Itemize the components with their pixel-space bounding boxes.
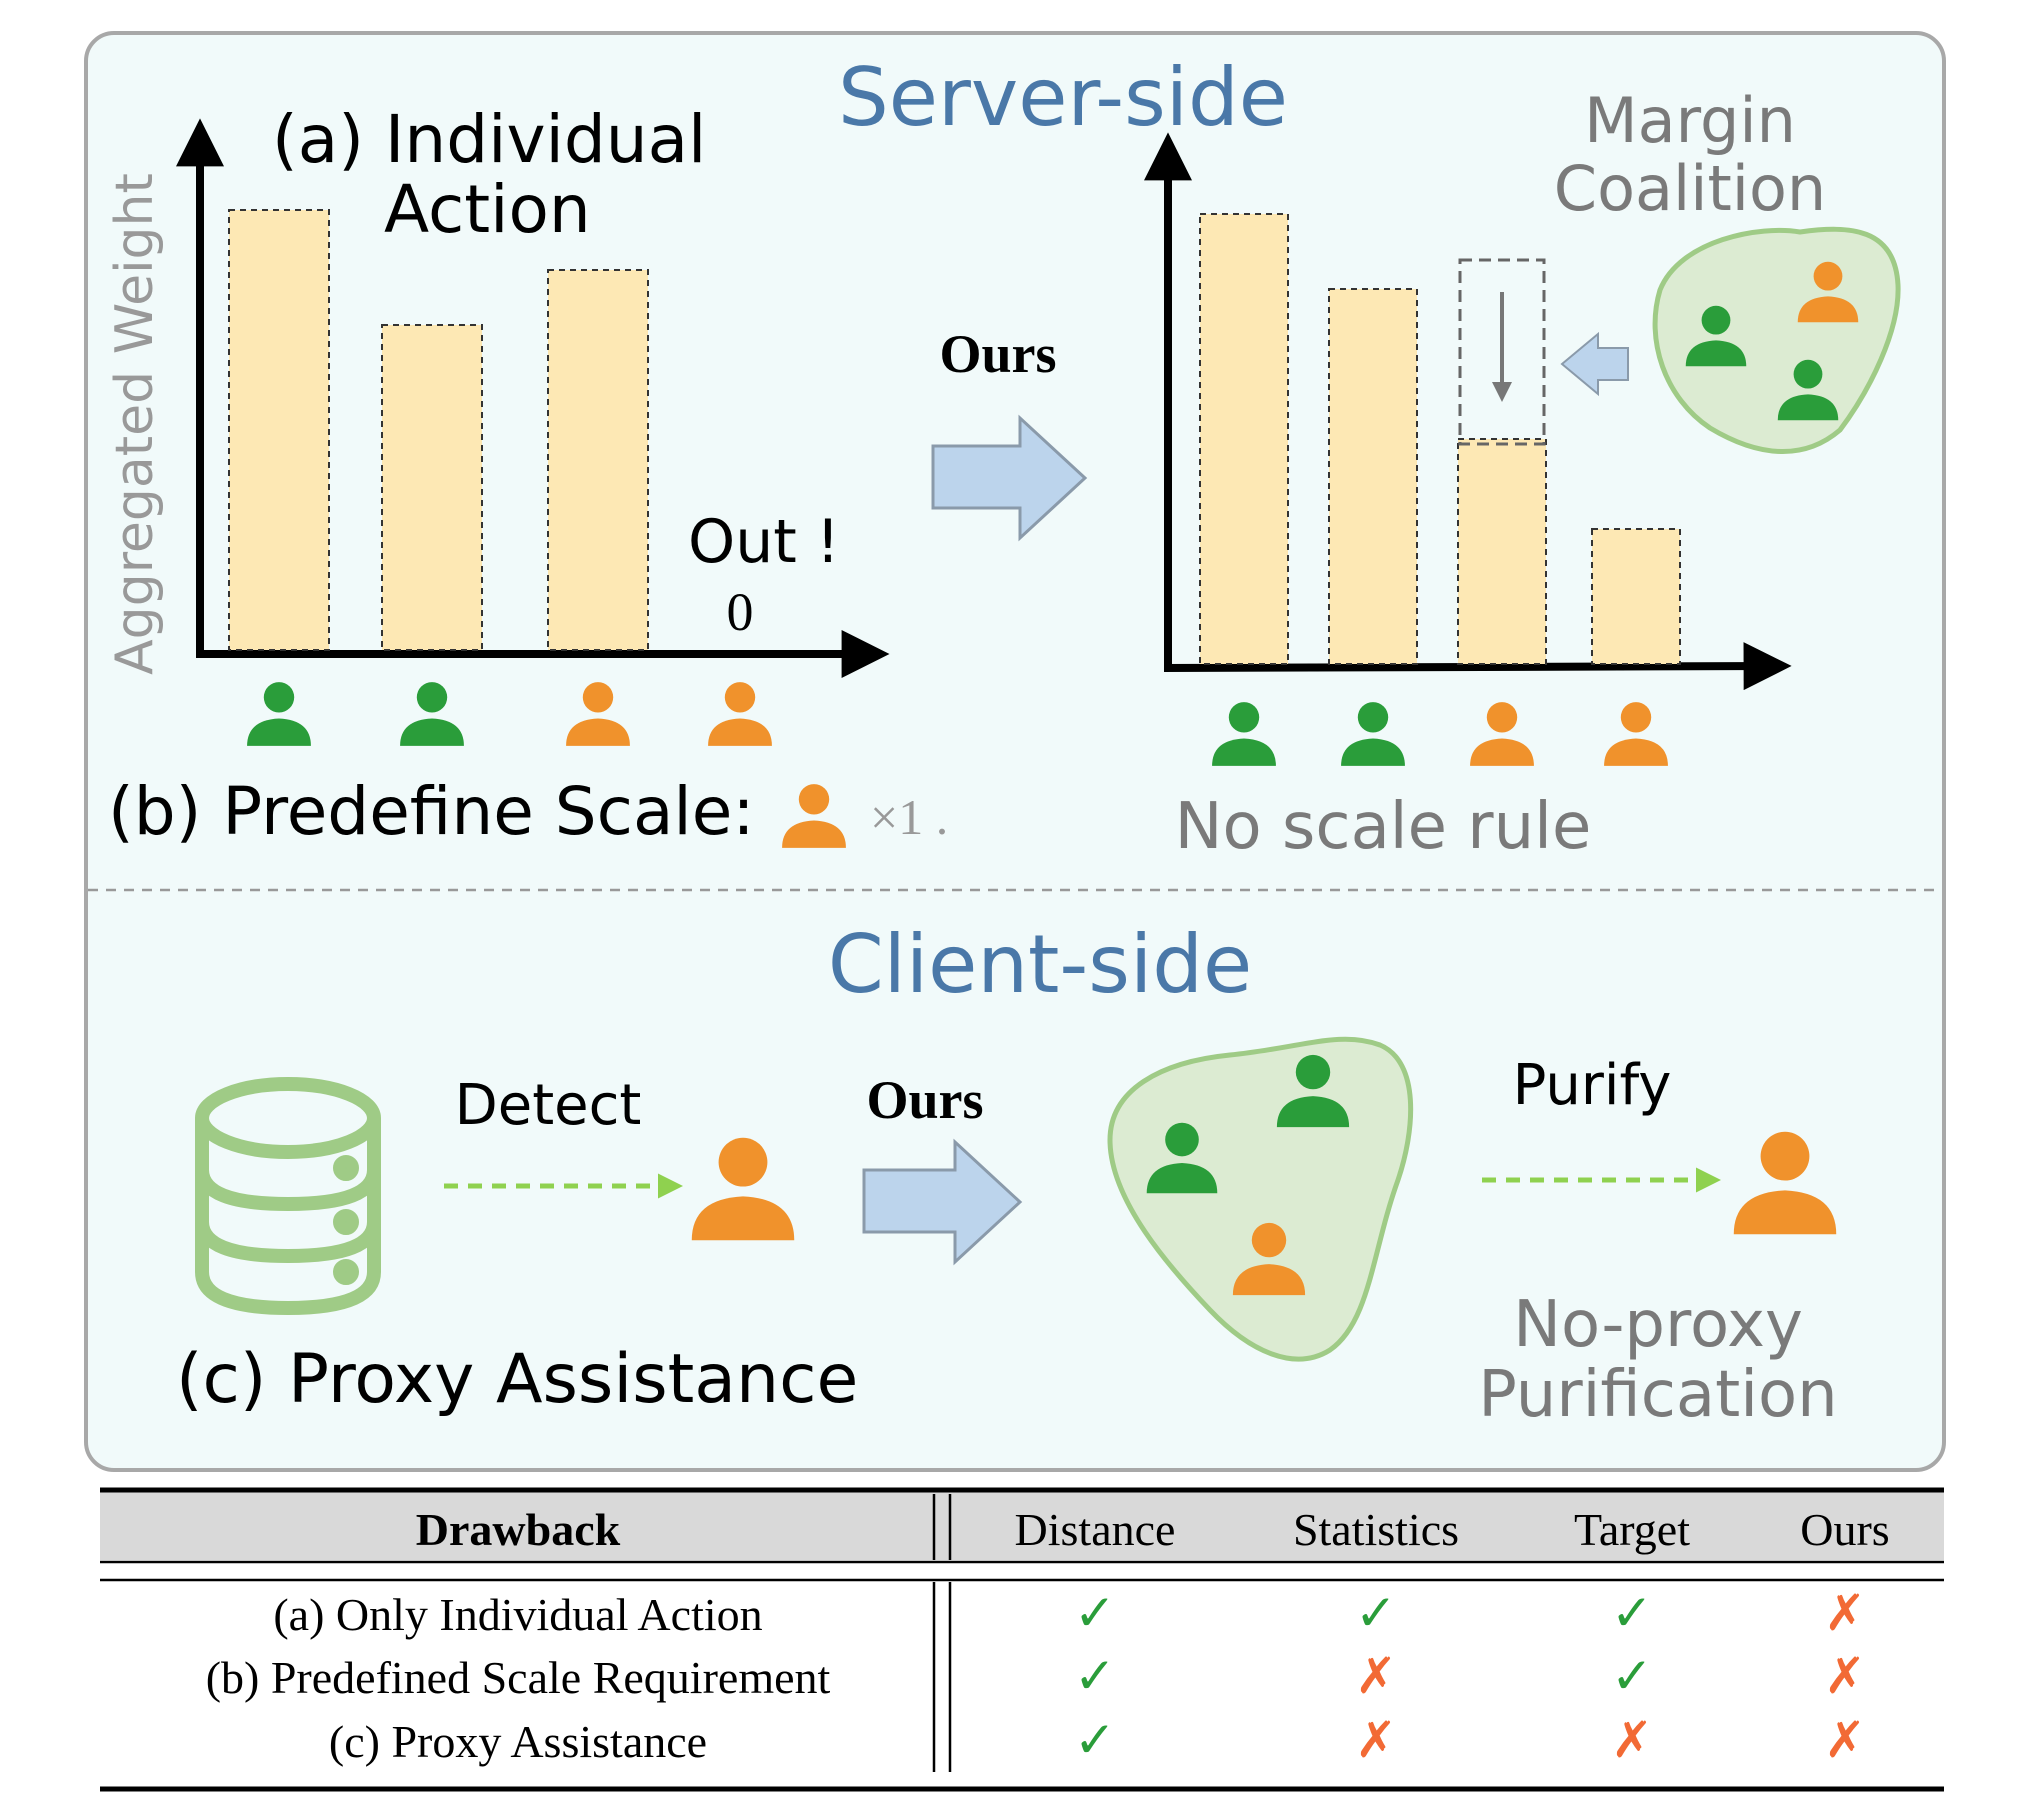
reduced-weight-box [1458,258,1546,446]
left-bar-chart [176,118,890,746]
right-bars-bar-2 [1328,288,1418,665]
right-bars-bar-1 [1199,213,1289,665]
detect-label: Detect [455,1073,642,1138]
table-header-ours: Ours [1800,1504,1889,1555]
no-scale-rule-label: No scale rule [1175,790,1592,864]
left-bars-bar-1 [228,209,330,651]
table-header-target: Target [1574,1504,1690,1555]
margin-coalition-line2: Coalition [1554,152,1826,225]
comparison-table: Drawback Distance Statistics Target Ours (a)… [100,1487,1944,1792]
table-header-distance: Distance [1015,1504,1176,1555]
no-proxy-line1: No-proxy [1513,1288,1803,1362]
panel-a-label-line2: Action [384,171,591,248]
right-bars-bar-3 [1457,438,1547,665]
server-ours-label: Ours [939,324,1056,384]
table-header-statistics: Statistics [1293,1504,1459,1555]
client-ours-label: Ours [866,1070,983,1130]
scale-times-label: ×1 . [870,789,948,845]
coalition-push-arrow [1560,331,1629,397]
out-label: Out ! [688,507,840,577]
left-bars-bar-3 [547,269,649,651]
table-row-2-cell-4-cross-icon: ✗ [1824,1647,1866,1705]
table-row-2-cell-3-check-icon: ✓ [1611,1647,1653,1705]
client-ours-arrow [862,1138,1023,1266]
table-row-1-cell-3-check-icon: ✓ [1611,1584,1653,1642]
right-bars-bar-4 [1591,528,1681,665]
y-axis-label: Aggregated Weight [105,173,165,675]
table-row-3-label: (c) Proxy Assistance [329,1716,707,1767]
right-bar-chart [1144,132,1792,766]
table-row-1-cell-4-cross-icon: ✗ [1824,1584,1866,1642]
left-bars-bar-2 [381,324,483,651]
table-row-3-cell-4-cross-icon: ✗ [1824,1711,1866,1769]
table-header-bg [100,1492,1944,1560]
table-row-1-cell-2-check-icon: ✓ [1355,1584,1397,1642]
table-row-1-label: (a) Only Individual Action [273,1589,762,1640]
no-proxy-line2: Purification [1478,1358,1837,1432]
table-row-2-cell-1-check-icon: ✓ [1074,1647,1116,1705]
database-icon [195,1077,381,1316]
table-header-drawback: Drawback [416,1504,621,1555]
panel-a-label-line1: (a) Individual [272,101,706,178]
client-side-title: Client-side [828,918,1252,1011]
table-row-1-cell-1-check-icon: ✓ [1074,1584,1116,1642]
table-row-3-cell-3-cross-icon: ✗ [1611,1711,1653,1769]
table-row-2-cell-2-cross-icon: ✗ [1355,1647,1397,1705]
margin-coalition-line1: Margin [1584,84,1796,157]
predefine-scale-label: (b) Predefine Scale: [108,773,755,850]
server-side-title: Server-side [838,51,1288,144]
table-row-3-cell-1-check-icon: ✓ [1074,1711,1116,1769]
right-x-axis [1163,642,1792,691]
server-ours-arrow [931,414,1088,542]
purify-label: Purify [1513,1053,1672,1118]
table-row-3-cell-2-cross-icon: ✗ [1355,1711,1397,1769]
table-row-2-label: (b) Predefined Scale Requirement [206,1652,831,1703]
main-panel [84,31,1946,1472]
proxy-assistance-label: (c) Proxy Assistance [176,1340,858,1419]
zero-label: 0 [727,582,754,642]
